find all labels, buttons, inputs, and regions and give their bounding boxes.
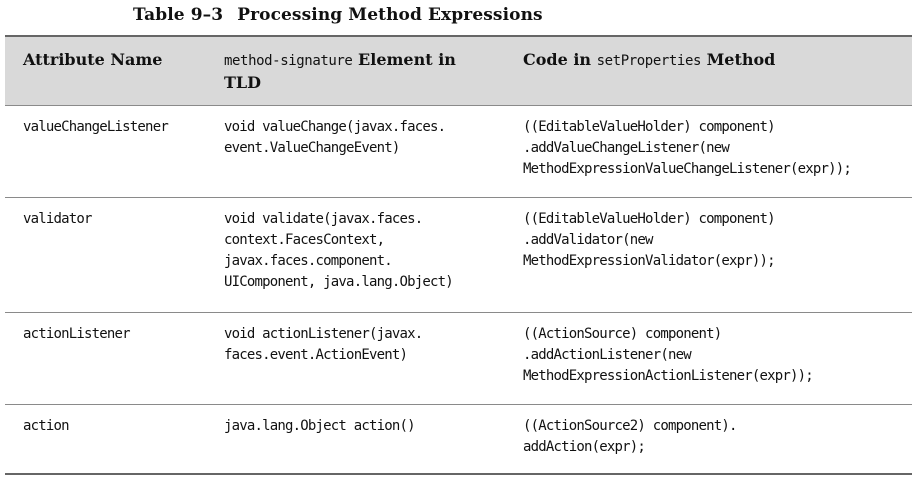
code-line: ((ActionSource) component) bbox=[523, 326, 722, 342]
signature-line: faces.event.ActionEvent) bbox=[224, 347, 408, 363]
header-method-signature-line2: TLD bbox=[224, 73, 262, 92]
header-code-pre: Code in bbox=[523, 50, 597, 69]
attribute-cell: action bbox=[5, 405, 206, 473]
table-caption: Table 9–3 Processing Method Expressions bbox=[133, 5, 543, 25]
method-expressions-table: Attribute Name method-signature Element … bbox=[5, 35, 912, 475]
code-cell: ((ActionSource) component) .addActionList… bbox=[505, 313, 912, 404]
attribute-text: validator bbox=[23, 211, 92, 227]
signature-line: event.ValueChangeEvent) bbox=[224, 140, 400, 156]
table-row: validator void validate(javax.faces. cont… bbox=[5, 198, 912, 313]
signature-line: void validate(javax.faces. bbox=[224, 211, 423, 227]
signature-line: java.lang.Object action() bbox=[224, 418, 416, 434]
table-row: valueChangeListener void valueChange(jav… bbox=[5, 106, 912, 198]
code-cell: ((EditableValueHolder) component) .addVal… bbox=[505, 106, 912, 197]
header-code: Code in setProperties Method bbox=[505, 37, 912, 105]
code-line: ((EditableValueHolder) component) bbox=[523, 211, 776, 227]
code-line: MethodExpressionActionListener(expr)); bbox=[523, 368, 814, 384]
attribute-text: action bbox=[23, 418, 70, 434]
code-line: MethodExpressionValidator(expr)); bbox=[523, 253, 776, 269]
table-number: Table 9–3 bbox=[133, 5, 224, 25]
header-method-signature: method-signature Element in TLD bbox=[206, 37, 505, 105]
attribute-text: valueChangeListener bbox=[23, 119, 169, 135]
attribute-text: actionListener bbox=[23, 326, 131, 342]
attribute-cell: validator bbox=[5, 198, 206, 312]
header-attribute-name-text: Attribute Name bbox=[23, 50, 163, 69]
table-row: action java.lang.Object action() ((Actio… bbox=[5, 405, 912, 473]
code-cell: ((EditableValueHolder) component) .addVal… bbox=[505, 198, 912, 312]
header-attribute-name: Attribute Name bbox=[5, 37, 206, 105]
table-title: Processing Method Expressions bbox=[237, 5, 543, 25]
signature-cell: void actionListener(javax. faces.event.Ac… bbox=[206, 313, 505, 404]
signature-cell: void valueChange(javax.faces. event.Value… bbox=[206, 106, 505, 197]
header-method-signature-line1: method-signature Element in bbox=[224, 49, 505, 72]
code-line: .addValidator(new bbox=[523, 232, 654, 248]
code-line: addAction(expr); bbox=[523, 439, 646, 455]
code-cell: ((ActionSource2) component). addAction(ex… bbox=[505, 405, 912, 473]
header-code-post: Method bbox=[701, 50, 776, 69]
signature-line: UIComponent, java.lang.Object) bbox=[224, 274, 454, 290]
code-line: ((ActionSource2) component). bbox=[523, 418, 737, 434]
code-line: .addValueChangeListener(new bbox=[523, 140, 730, 156]
table-row: actionListener void actionListener(javax… bbox=[5, 313, 912, 405]
header-method-signature-rest: Element in bbox=[352, 50, 456, 69]
signature-line: javax.faces.component. bbox=[224, 253, 393, 269]
signature-line: context.FacesContext, bbox=[224, 232, 385, 248]
code-line: .addActionListener(new bbox=[523, 347, 692, 363]
signature-cell: java.lang.Object action() bbox=[206, 405, 505, 473]
attribute-cell: actionListener bbox=[5, 313, 206, 404]
attribute-cell: valueChangeListener bbox=[5, 106, 206, 197]
header-code-mono: setProperties bbox=[596, 53, 702, 69]
code-line: ((EditableValueHolder) component) bbox=[523, 119, 776, 135]
table-header-row: Attribute Name method-signature Element … bbox=[5, 37, 912, 106]
signature-line: void actionListener(javax. bbox=[224, 326, 423, 342]
code-line: MethodExpressionValueChangeListener(expr… bbox=[523, 161, 852, 177]
signature-cell: void validate(javax.faces. context.FacesC… bbox=[206, 198, 505, 312]
signature-line: void valueChange(javax.faces. bbox=[224, 119, 446, 135]
header-method-signature-mono: method-signature bbox=[224, 53, 353, 69]
